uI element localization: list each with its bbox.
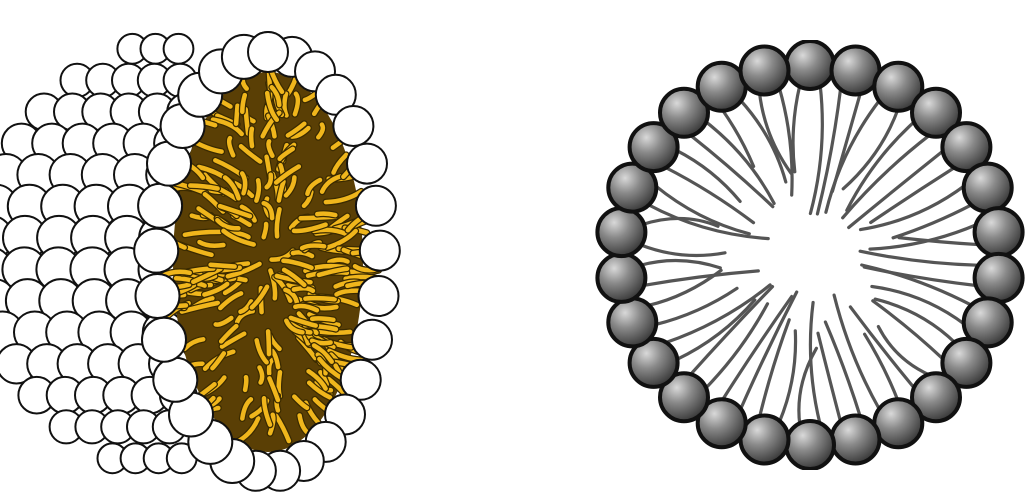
- polar-head: [741, 47, 789, 95]
- rim-head-sphere: [136, 274, 180, 318]
- rim-head-sphere: [153, 358, 197, 402]
- polar-head: [608, 298, 656, 346]
- lipid-tail: [690, 287, 773, 376]
- lipid-tail: [850, 307, 915, 389]
- tail-chain: [246, 109, 248, 133]
- polar-head: [741, 416, 789, 464]
- tail-chain: [294, 288, 313, 291]
- lipid-tail: [640, 245, 725, 256]
- rim-head-sphere: [142, 318, 186, 362]
- rim-head-sphere: [134, 229, 178, 273]
- tail-chain: [245, 377, 246, 390]
- lipid-tail: [861, 185, 966, 229]
- tail-chain: [211, 265, 235, 267]
- tail-chain: [251, 129, 252, 146]
- head-sphere: [164, 34, 194, 64]
- tail-chain: [236, 106, 237, 124]
- rim-head-sphere: [359, 276, 399, 316]
- tail-chain: [256, 180, 258, 200]
- polar-head: [698, 63, 746, 111]
- lipid-tail: [655, 288, 737, 324]
- lipid-tail: [834, 295, 880, 410]
- polar-head: [964, 164, 1012, 212]
- polar-head: [975, 208, 1023, 256]
- rim-head-sphere: [333, 106, 373, 146]
- polar-head: [832, 416, 880, 464]
- tail-chain: [284, 94, 286, 116]
- hydrophilic-heads: [597, 41, 1022, 469]
- tail-chain: [302, 246, 324, 249]
- rim-head-sphere: [356, 186, 396, 226]
- rim-head-sphere: [347, 144, 387, 184]
- tail-chain: [329, 260, 347, 262]
- polar-head: [597, 254, 645, 302]
- lipid-tail: [872, 287, 965, 325]
- rim-head-sphere: [360, 231, 400, 271]
- polar-head: [874, 399, 922, 447]
- polar-head: [786, 421, 834, 469]
- tail-chain: [242, 95, 245, 112]
- rim-head-sphere: [248, 32, 288, 72]
- polar-head: [597, 208, 645, 256]
- lipid-tail: [875, 299, 955, 343]
- tail-chain: [279, 372, 280, 396]
- tail-chain: [312, 318, 333, 319]
- lipid-tail: [818, 333, 841, 422]
- micelle-2d-cross-section: [595, 40, 1025, 470]
- tail-chain: [268, 331, 269, 354]
- lipid-tail: [676, 300, 755, 360]
- lipid-tail: [825, 322, 860, 417]
- tail-chain: [260, 368, 263, 383]
- tail-chain: [317, 214, 335, 216]
- tail-chain: [305, 298, 334, 299]
- polar-head: [832, 47, 880, 95]
- lipid-tail: [893, 204, 972, 237]
- tail-chain: [264, 224, 266, 237]
- micelle-3d-cutaway: [0, 0, 420, 502]
- rim-head-sphere: [352, 320, 392, 360]
- lipid-tail: [810, 303, 820, 425]
- rim-head-sphere: [138, 184, 182, 228]
- lipid-tail: [676, 150, 740, 201]
- polar-head: [786, 41, 834, 89]
- lipid-tail: [860, 251, 980, 265]
- polar-head: [975, 254, 1023, 302]
- lipid-tail: [640, 260, 720, 267]
- lipid-tail: [793, 85, 800, 172]
